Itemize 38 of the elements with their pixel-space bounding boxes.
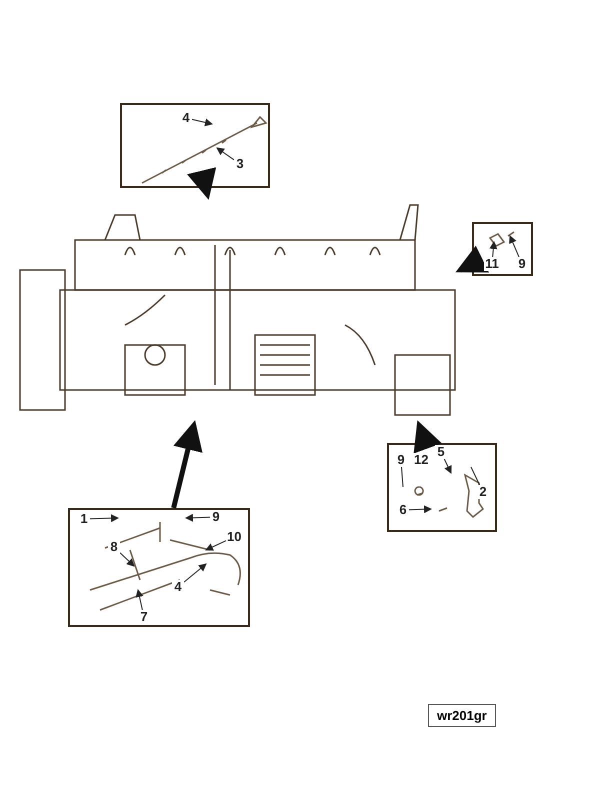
detail-inset-box xyxy=(387,443,497,532)
leader-line xyxy=(120,552,135,567)
pointer-wedge xyxy=(456,246,490,273)
callout-number: 2 xyxy=(477,485,489,499)
callout-number: 4 xyxy=(180,111,192,125)
leader-line xyxy=(205,540,226,551)
callout-number: 9 xyxy=(516,257,528,271)
leader-line xyxy=(90,514,119,522)
leader-line xyxy=(401,466,404,488)
figure-code: wr201gr xyxy=(428,704,496,727)
leader-line xyxy=(184,563,207,583)
leader-line xyxy=(408,505,432,514)
pointer-wedge xyxy=(187,167,216,200)
callout-number: 9 xyxy=(210,510,222,524)
leader-line xyxy=(185,514,210,522)
leader-line xyxy=(470,466,480,486)
leader-line xyxy=(444,458,452,474)
leader-line xyxy=(509,235,520,258)
detail-inset-box xyxy=(120,103,270,188)
leader-line xyxy=(192,118,213,126)
leader-line xyxy=(136,589,144,610)
detail-inset-box xyxy=(68,508,250,627)
pointer-wedge xyxy=(414,420,442,454)
callout-number: 8 xyxy=(108,540,120,554)
leader-line xyxy=(216,147,234,160)
pointer-wedge xyxy=(171,420,203,509)
callout-number: 6 xyxy=(397,503,409,517)
callout-number: 1 xyxy=(78,512,90,526)
callout-number: 7 xyxy=(138,610,150,624)
callout-number: 3 xyxy=(234,157,246,171)
callout-number: 11 xyxy=(484,257,500,271)
callout-number: 5 xyxy=(435,445,447,459)
detail-inset-box xyxy=(472,222,533,276)
callout-number: 4 xyxy=(172,580,184,594)
callout-number: 9 xyxy=(395,453,407,467)
leader-line xyxy=(489,241,498,258)
callout-number: 12 xyxy=(413,453,429,467)
callout-number: 10 xyxy=(226,530,242,544)
